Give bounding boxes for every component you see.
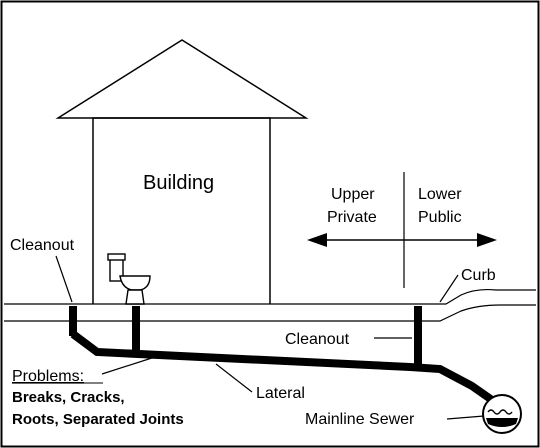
- building: [55, 39, 309, 304]
- ground-strip: [4, 303, 432, 322]
- curb-label: Curb: [461, 267, 496, 284]
- lateral-leader: [215, 363, 253, 393]
- cleanout-left-leader: [55, 255, 73, 303]
- mainline-sewer-label: Mainline Sewer: [305, 411, 415, 428]
- curb: [432, 288, 536, 322]
- mainline-sewer-leader: [446, 415, 485, 420]
- problems-leader: [101, 356, 156, 375]
- upper-label: Upper: [331, 186, 375, 203]
- public-label: Public: [418, 209, 462, 226]
- cleanout-right-label: Cleanout: [285, 331, 350, 348]
- building-walls: [92, 117, 271, 304]
- curb-leader: [439, 274, 459, 303]
- problems-line-2: Roots, Separated Joints: [12, 411, 184, 428]
- left-arrow-icon: [307, 233, 404, 247]
- building-roof: [55, 39, 309, 119]
- cleanout-left-label: Cleanout: [10, 237, 75, 254]
- right-arrow-icon: [404, 233, 497, 247]
- mainline-sewer-icon: [482, 394, 522, 434]
- building-label: Building: [143, 172, 214, 194]
- lower-label: Lower: [418, 186, 462, 203]
- private-label: Private: [327, 209, 377, 226]
- lateral-pipe: [70, 330, 495, 404]
- problems-heading: Problems:: [12, 368, 84, 385]
- problems-line-1: Breaks, Cracks,: [12, 389, 125, 406]
- lateral-label: Lateral: [256, 385, 305, 402]
- toilet-icon: [107, 253, 151, 305]
